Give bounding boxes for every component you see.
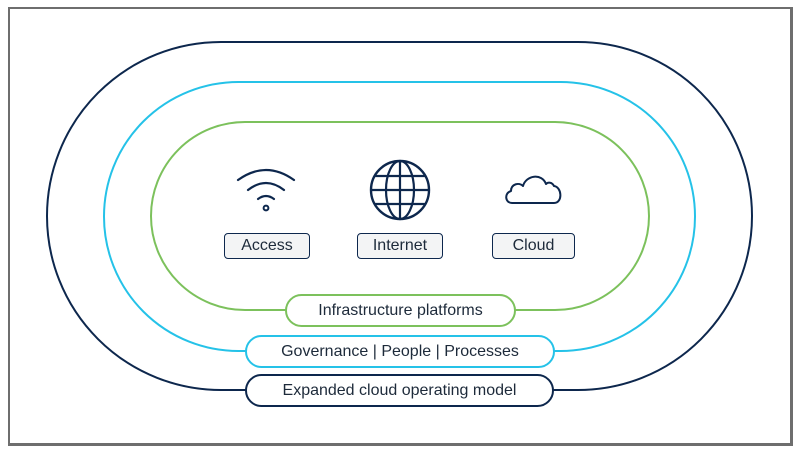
cloud-label-text: Cloud	[512, 237, 555, 254]
governance-people-processes-text: Governance | People | Processes	[281, 342, 519, 360]
internet-label-text: Internet	[372, 237, 428, 254]
cloud-icon	[502, 170, 564, 206]
expanded-cloud-operating-model-text: Expanded cloud operating model	[282, 381, 517, 399]
expanded-cloud-operating-model-pill: Expanded cloud operating model	[245, 374, 554, 407]
cloud-label: Cloud	[492, 233, 575, 259]
globe-icon	[368, 158, 432, 222]
internet-label: Internet	[357, 233, 443, 259]
governance-people-processes-pill: Governance | People | Processes	[245, 335, 555, 368]
wifi-icon	[236, 166, 296, 212]
infrastructure-platforms-pill: Infrastructure platforms	[285, 294, 516, 327]
access-label-text: Access	[241, 237, 293, 254]
infrastructure-platforms-text: Infrastructure platforms	[318, 301, 483, 319]
access-label: Access	[224, 233, 310, 259]
